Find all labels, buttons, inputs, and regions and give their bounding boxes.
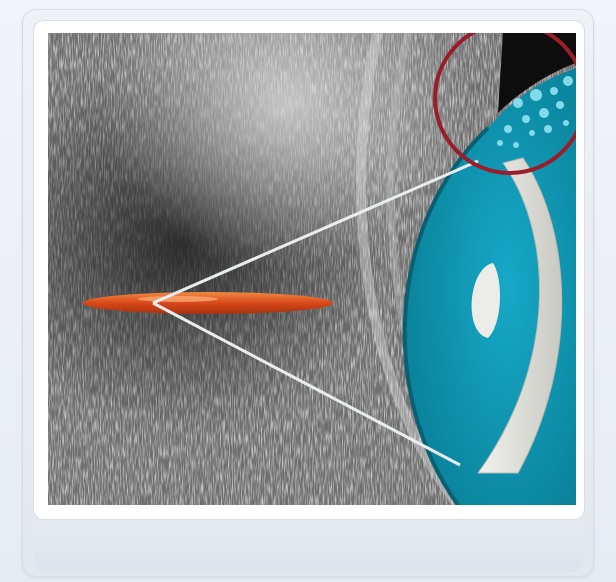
caption-bar bbox=[34, 527, 584, 572]
ultrasound-illustration bbox=[48, 33, 576, 505]
implant bbox=[83, 292, 333, 314]
